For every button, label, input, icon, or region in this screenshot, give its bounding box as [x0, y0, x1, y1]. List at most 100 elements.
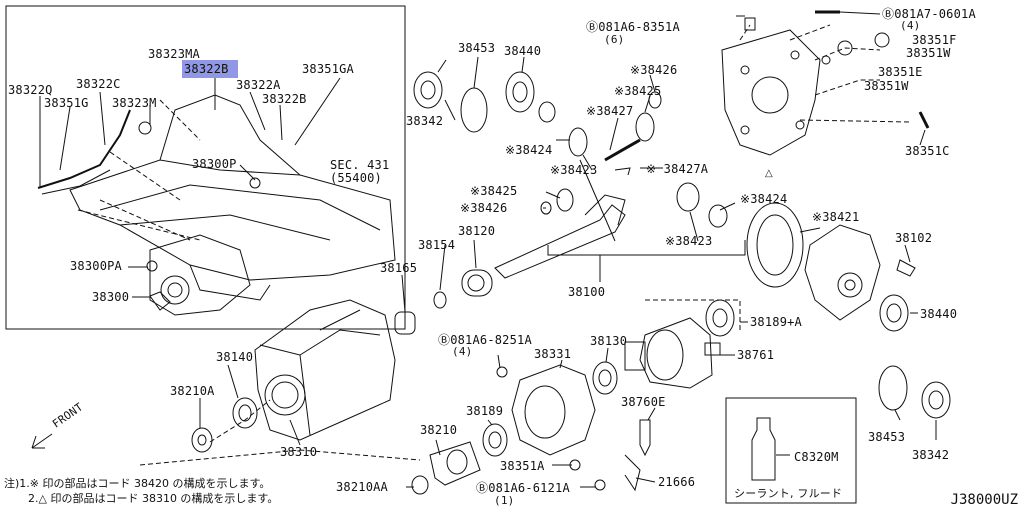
- part-label: 38323M: [112, 96, 157, 110]
- gear-38423b: [676, 182, 700, 212]
- part-label: 38761: [737, 348, 775, 362]
- breather-hose: [37, 109, 131, 189]
- part-label: 38351G: [44, 96, 89, 110]
- part-label: 38154: [418, 238, 456, 252]
- part-label: 38351C: [905, 144, 950, 158]
- part-label: ※38427: [586, 104, 634, 118]
- part-label: ※ 38427A: [646, 162, 709, 176]
- part-label: 38300PA: [70, 259, 122, 273]
- footnote-2: 2.△ 印の部品はコード 38310 の構成を示します。: [28, 492, 279, 505]
- part-label: ※38425: [614, 84, 662, 98]
- flange-38210: [429, 441, 481, 486]
- part-label: 38342: [912, 448, 950, 462]
- part-label-highlighted[interactable]: 38322B: [182, 60, 238, 78]
- sealant-box: [725, 397, 857, 504]
- bearing-38189: [482, 423, 508, 457]
- spacer-38154: [433, 291, 447, 309]
- section-sub-label: (55400): [330, 171, 382, 185]
- part-label: 38100: [568, 285, 606, 299]
- part-label: 38351W: [864, 79, 909, 93]
- bearing-38120: [461, 269, 493, 297]
- part-label: C8320M: [794, 450, 839, 464]
- drive-pinion: [494, 204, 626, 279]
- part-label: 38760E: [621, 395, 666, 409]
- part-label: ※38424: [505, 143, 553, 157]
- part-label: 38210AA: [336, 480, 388, 494]
- bracket-21666: [624, 454, 641, 492]
- sealant-label: シーラント, フルード: [734, 487, 843, 500]
- part-label: 38331: [534, 347, 572, 361]
- pin-38427: [604, 138, 641, 162]
- part-qty: (4): [452, 345, 473, 358]
- bolt-38102: [896, 259, 916, 277]
- part-label: ※38426: [630, 63, 678, 77]
- part-label: 38351GA: [302, 62, 354, 76]
- part-label: 38322Q: [8, 83, 53, 97]
- inset-frame: [5, 5, 406, 330]
- oring-38453a: [460, 87, 488, 133]
- part-label: ※38425: [470, 184, 518, 198]
- part-label: Ⓑ081A6-6121A: [476, 481, 570, 495]
- svg-text:△: △: [765, 168, 773, 179]
- part-label: 38453: [458, 41, 496, 55]
- part-label: 38440: [504, 44, 542, 58]
- part-label: Ⓑ081A7-0601A: [882, 7, 976, 21]
- bearing-38189A: [705, 299, 735, 337]
- part-label: 38351A: [500, 459, 545, 473]
- part-label: ※38421: [812, 210, 860, 224]
- bearing-38440b: [879, 294, 909, 332]
- seal-38130: [592, 361, 618, 395]
- sealant-tube: [751, 417, 776, 481]
- rear-cover: [721, 29, 821, 156]
- part-label: ※38423: [665, 234, 713, 248]
- seal-38342b: [921, 381, 951, 419]
- subframe-outline: [69, 159, 396, 281]
- part-label: 38351F: [912, 33, 957, 47]
- part-qty: (6): [604, 33, 625, 46]
- part-label: 38342: [406, 114, 444, 128]
- part-label: 38102: [895, 231, 933, 245]
- part-label: Ⓑ081A6-8251A: [438, 333, 532, 347]
- part-label: 38130: [590, 334, 628, 348]
- gear-38423a: [568, 127, 588, 157]
- part-label: Ⓑ081A6-8351A: [586, 20, 680, 34]
- part-label: 38120: [458, 224, 496, 238]
- bearing-38140: [232, 397, 258, 429]
- seal-38342a: [413, 71, 443, 109]
- washer-38424b: [708, 204, 728, 228]
- part-label: 38140: [216, 350, 254, 364]
- nut-38210AA: [411, 475, 429, 495]
- ring-gear-38421: [746, 202, 804, 288]
- part-qty: (1): [494, 494, 515, 507]
- nut-38210A: [191, 427, 213, 453]
- part-label: 38351W: [906, 46, 951, 60]
- diff-case: [804, 224, 881, 321]
- part-label: ※38424: [740, 192, 788, 206]
- side-cover-38331: [511, 364, 596, 456]
- part-label: 38351E: [878, 65, 923, 79]
- part-label: 38322C: [76, 77, 121, 91]
- part-label: 38322A: [236, 78, 281, 92]
- part-label: ※38423: [550, 163, 598, 177]
- footnotes: 注)1.※ 印の部品はコード 38420 の構成を示します。 2.△ 印の部品は…: [4, 476, 278, 506]
- part-label: 38165: [380, 261, 418, 275]
- inset-differential: [149, 234, 251, 316]
- sensor-38760E: [639, 419, 651, 457]
- footnote-1: 注)1.※ 印の部品はコード 38420 の構成を示します。: [4, 477, 271, 490]
- gear-38423b-top: [635, 112, 655, 142]
- front-arrow: [31, 433, 53, 449]
- bearing-38440a: [505, 71, 535, 113]
- part-label: ※38426: [460, 201, 508, 215]
- diff-carrier-housing: [254, 299, 396, 441]
- part-label: 38210: [420, 423, 458, 437]
- part-label: 38300P: [192, 157, 237, 171]
- part-label: 38189: [466, 404, 504, 418]
- part-label: 21666: [658, 475, 696, 489]
- part-label: 38210A: [170, 384, 215, 398]
- part-label: 38310: [280, 445, 318, 459]
- part-label: 38453: [868, 430, 906, 444]
- oring-38453b: [878, 365, 908, 411]
- part-label: 38300: [92, 290, 130, 304]
- side-flange-38761: [639, 317, 713, 389]
